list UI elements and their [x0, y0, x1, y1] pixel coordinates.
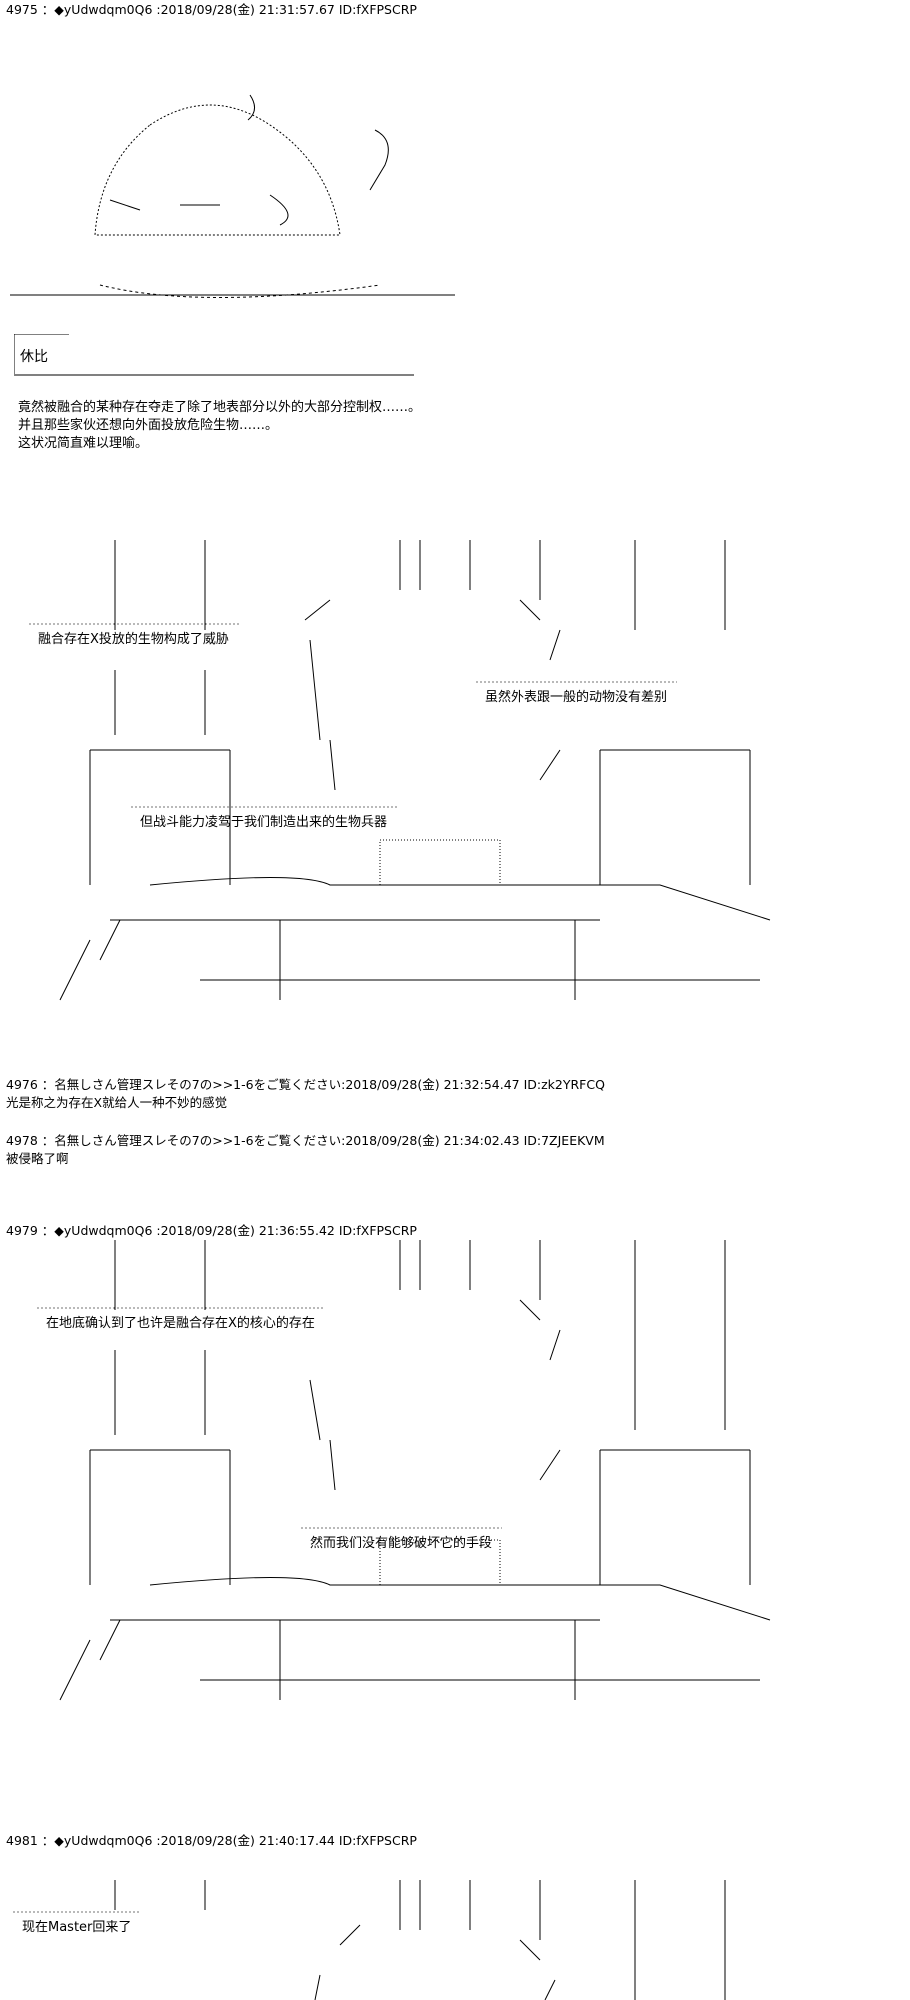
post-header-4976: 4976 ：名無しさん管理スレその7の>>1-6をご覧ください:2018/09/… [6, 1077, 605, 1092]
bubble-text: 虽然外表跟一般的动物没有差别 [485, 690, 668, 705]
creature-ascii-art [10, 94, 455, 298]
post-header-4975: 4975 ：◆yUdwdqm0Q6 :2018/09/28(金) 21:31:5… [6, 2, 417, 17]
lab-scene-ascii-art [114, 1880, 726, 2000]
lab-scene-ascii-art [59, 1240, 771, 1701]
speech-bubble: 融合存在X投放的生物构成了威胁 [28, 622, 239, 653]
speaker-name: 休比 [20, 349, 48, 365]
bubble-text: 融合存在X投放的生物构成了威胁 [38, 632, 229, 647]
speech-bubble: 但战斗能力凌驾于我们制造出来的生物兵器 [130, 805, 398, 836]
post-text-4978: 被侵略了啊 [6, 1151, 69, 1166]
post-header-4979: 4979 ：◆yUdwdqm0Q6 :2018/09/28(金) 21:36:5… [6, 1223, 417, 1238]
post-header-4981: 4981 ：◆yUdwdqm0Q6 :2018/09/28(金) 21:40:1… [6, 1833, 417, 1848]
narration-line: 竟然被融合的某种存在夺走了除了地表部分以外的大部分控制权……。 [18, 400, 422, 415]
speech-bubble: 然而我们没有能够破坏它的手段 [300, 1526, 503, 1557]
bubble-text: 然而我们没有能够破坏它的手段 [310, 1536, 493, 1551]
bubble-text: 但战斗能力凌驾于我们制造出来的生物兵器 [140, 815, 388, 830]
narration-line: 并且那些家伙还想向外面投放危险生物……。 [18, 418, 279, 433]
post-header-4978: 4978 ：名無しさん管理スレその7の>>1-6をご覧ください:2018/09/… [6, 1133, 605, 1148]
post-text-4976: 光是称之为存在X就给人一种不妙的感觉 [6, 1095, 228, 1110]
narration-line: 这状况简直难以理喻。 [18, 436, 149, 451]
bubble-text: 现在Master回来了 [22, 1920, 132, 1935]
bubble-text: 在地底确认到了也许是融合存在X的核心的存在 [46, 1316, 315, 1331]
speech-bubble: 虽然外表跟一般的动物没有差别 [475, 680, 678, 711]
speech-bubble: 现在Master回来了 [12, 1910, 142, 1941]
speaker-tag: 休比 [14, 334, 82, 374]
lab-scene-ascii-art [59, 540, 771, 1001]
speech-bubble: 在地底确认到了也许是融合存在X的核心的存在 [36, 1306, 325, 1337]
